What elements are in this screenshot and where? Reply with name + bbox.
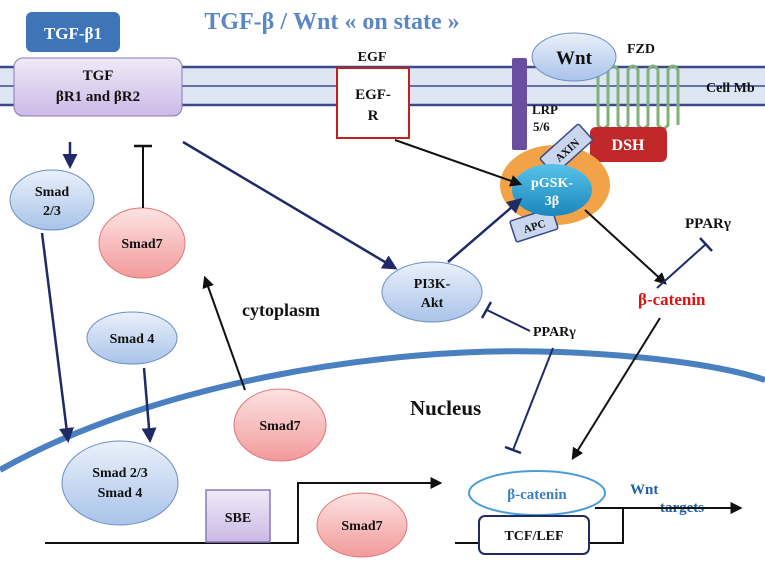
smad23-node xyxy=(9,169,95,231)
wnt-label: Wnt xyxy=(556,48,593,69)
dna-line xyxy=(45,477,443,544)
smad4-node xyxy=(86,311,178,365)
ppar-middle-label: PPARγ xyxy=(533,325,576,340)
sbe-label: SBE xyxy=(225,511,251,526)
dsh-label: DSH xyxy=(612,137,645,154)
receptor-label-1: TGF xyxy=(83,68,114,84)
lrp-label-2: 5/6 xyxy=(533,119,550,134)
pgsk-label-1: pGSK- xyxy=(531,176,573,191)
pi3k-akt-node xyxy=(381,261,483,323)
cytoplasm-label: cytoplasm xyxy=(242,300,320,320)
tcf-lef-label: TCF/LEF xyxy=(504,529,563,544)
arrow-pi3k-to-pgsk xyxy=(447,198,523,263)
smad4-label: Smad 4 xyxy=(110,332,155,347)
apc: APC xyxy=(509,207,559,243)
tgfb1-ligand xyxy=(26,12,120,52)
pgsk3b xyxy=(512,164,592,216)
inhibit-ppar-to-beta-catenin xyxy=(656,237,713,289)
pi3k-label-1: PI3K- xyxy=(414,277,451,292)
inhibit-smad7-to-receptor xyxy=(134,144,152,208)
inhibit-ppar-to-pi3k xyxy=(480,301,531,332)
lrp-receptor xyxy=(512,58,527,150)
smad23-label-2: 2/3 xyxy=(43,204,61,219)
smad7-nucleus-node xyxy=(316,492,408,558)
smad7-membrane-label: Smad7 xyxy=(259,419,300,434)
smad7-membrane-node xyxy=(233,388,327,462)
title: TGF-β / Wnt « on state » xyxy=(204,9,459,35)
egfr-label-2: R xyxy=(368,108,379,124)
pgsk-label-2: 3β xyxy=(545,194,559,209)
arrow-smad7-to-smad7 xyxy=(202,275,246,391)
arrow-smad4-to-complex xyxy=(141,367,157,443)
arrow-receptor-to-pi3k xyxy=(182,140,398,270)
complex-label-1: Smad 2/3 xyxy=(92,466,148,481)
receptor-label-2: βR1 and βR2 xyxy=(56,89,140,105)
tgfb1-label: TGF-β1 xyxy=(44,24,102,43)
beta-catenin-nucleus-label: β-catenin xyxy=(507,487,567,503)
wnt-ligand xyxy=(531,32,617,82)
dsh xyxy=(590,127,667,162)
arrow-smad23-to-complex xyxy=(40,232,74,443)
nucleus-boundary xyxy=(0,348,765,473)
tgf-receptor xyxy=(13,57,183,117)
inhibit-ppar-to-nucleus xyxy=(504,347,554,455)
lrp-label-1: LRP xyxy=(532,102,558,117)
arrow-pgsk-to-beta-catenin xyxy=(584,209,667,285)
wnt-targets-label-1: Wnt xyxy=(630,482,658,498)
sbe-box xyxy=(205,489,271,543)
egf-receptor xyxy=(336,67,410,139)
egfr-label-1: EGF- xyxy=(355,87,391,103)
cell-mb-label: Cell Mb xyxy=(706,81,755,96)
smad7-nucleus-label: Smad7 xyxy=(341,519,382,534)
ppar-top-label: PPARγ xyxy=(685,216,731,232)
smad7-cytoplasm-label: Smad7 xyxy=(121,237,162,252)
arrow-egfr-to-pgsk xyxy=(394,139,523,187)
fzd-label: FZD xyxy=(627,42,655,57)
pi3k-label-2: Akt xyxy=(421,296,444,311)
tcf-lef-box xyxy=(478,515,590,555)
egf-label: EGF xyxy=(358,50,387,65)
arrow-beta-catenin-to-nucleus xyxy=(571,317,661,461)
smad-complex-node xyxy=(61,440,179,526)
smad23-label-1: Smad xyxy=(35,185,69,200)
nucleus-label: Nucleus xyxy=(410,396,481,420)
complex-label-2: Smad 4 xyxy=(98,486,143,501)
beta-catenin-label: β-catenin xyxy=(638,290,706,309)
